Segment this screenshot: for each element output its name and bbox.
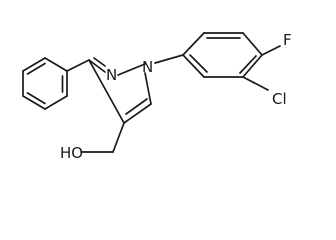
- phenyl-ring: [22, 57, 68, 110]
- fluorine-atom-label: F: [283, 31, 292, 49]
- nitrogen-atom-label-n2: N: [106, 66, 117, 84]
- carbon-chlorine-bond: [242, 76, 269, 91]
- pyrazole-ring: [88, 57, 152, 124]
- chlorofluorophenyl-ring: [182, 32, 263, 78]
- carbon-fluorine-bond: [261, 45, 281, 56]
- hydroxyl-group-label: HO: [60, 144, 83, 162]
- chlorine-atom-label: Cl: [272, 90, 287, 108]
- nitrogen-atom-label-n1: N: [142, 58, 153, 76]
- chemical-structure: F Cl N N HO: [22, 31, 292, 162]
- n-aryl-bond: [154, 54, 184, 64]
- phenyl-pyrazole-bond: [66, 59, 90, 72]
- hydroxymethyl-group: [80, 122, 125, 153]
